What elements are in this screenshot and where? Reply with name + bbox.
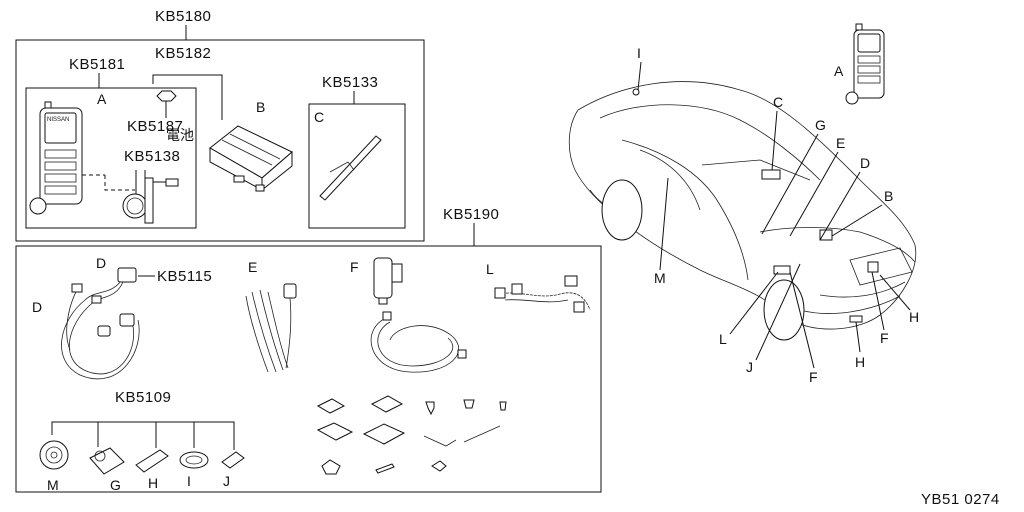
vehicle-callout-m: M (654, 270, 666, 286)
vehicle-callout-j: J (746, 359, 753, 375)
antenna-icon (319, 135, 382, 201)
sub-group-part-number: KB5182 (155, 45, 211, 62)
harness-e-icon (245, 283, 297, 373)
sensor-j-icon (221, 451, 245, 469)
vehicle-callout-d: D (860, 155, 870, 171)
harness-d-part-number: KB5115 (157, 268, 212, 285)
speaker-m-icon (39, 440, 69, 470)
vehicle-callout-l: L (719, 331, 727, 347)
sensor-i-icon (179, 451, 209, 469)
kit-bottom-frame (15, 245, 602, 493)
accessory-pads-icon (316, 395, 447, 475)
antenna-letter: C (314, 109, 324, 125)
accessory-clips-icon (423, 399, 507, 447)
harness-e-letter: E (248, 259, 257, 275)
kit-bottom-part-number: KB5190 (443, 206, 499, 223)
kit-top-frame (15, 39, 425, 242)
vehicle-callout-b: B (884, 188, 893, 204)
control-module-icon (209, 125, 293, 192)
vehicle-callout-e: E (836, 135, 845, 151)
vehicle-key-fob-icon (845, 23, 885, 105)
switch-f-icon (370, 257, 467, 373)
battery-note: 電池 (166, 127, 194, 143)
vehicle-callout-f-right: F (880, 330, 889, 346)
sensor-group-part-number: KB5109 (115, 389, 171, 406)
sensor-h-icon (135, 449, 169, 473)
module-letter: B (256, 99, 265, 115)
vehicle-callout-c: C (773, 94, 783, 110)
sensor-letter-j: J (223, 473, 230, 489)
vehicle-callout-i: I (637, 45, 641, 61)
harness-d-icon (61, 267, 140, 380)
antenna-part-number: KB5133 (322, 74, 378, 91)
footer-code: YB51 0274 (921, 491, 1000, 508)
sub-a-letter: A (97, 91, 107, 107)
sensor-letter-g: G (110, 477, 121, 493)
vehicle-callout-g: G (815, 117, 826, 133)
sub-a-part-number: KB5181 (69, 56, 125, 73)
kit-top-part-number: KB5180 (155, 8, 211, 25)
vehicle-callout-h-right: H (909, 309, 919, 325)
battery-icon (156, 90, 177, 102)
sensor-letter-h: H (148, 475, 158, 491)
harness-d-letter-side: D (32, 299, 42, 315)
harness-l-icon (494, 275, 591, 313)
sub-a-frame (25, 87, 197, 229)
vehicle-outline-icon (568, 81, 917, 341)
antenna-frame (308, 103, 406, 229)
bracket-part-number: KB5138 (124, 148, 180, 165)
vehicle-callout-f-lower: F (809, 369, 818, 385)
harness-d-letter-top: D (96, 255, 106, 271)
sensor-letter-i: I (187, 473, 191, 489)
vehicle-fob-letter: A (834, 63, 844, 79)
fob-brand-label: NISSAN (47, 117, 69, 123)
sensor-g-icon (89, 447, 125, 475)
vehicle-callout-h-lower: H (855, 354, 865, 370)
key-fob-icon: NISSAN (29, 101, 83, 215)
harness-l-letter: L (486, 261, 494, 277)
battery-part-number: KB5187 (127, 118, 183, 135)
switch-f-letter: F (350, 259, 359, 275)
sensor-letter-m: M (47, 477, 59, 493)
bracket-ring-icon (122, 177, 179, 224)
